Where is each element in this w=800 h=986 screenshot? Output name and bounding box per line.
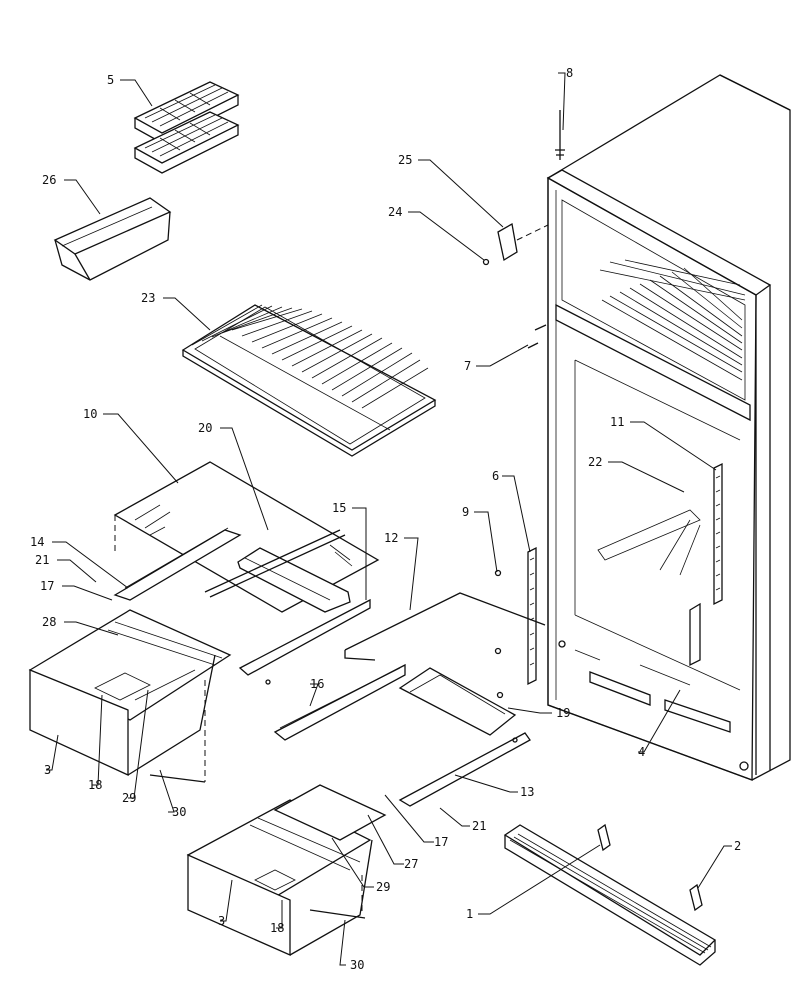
- callout-18-upper: 18: [88, 778, 102, 792]
- crisper-cover-assembly: [113, 461, 546, 685]
- upper-crisper-drawer: [28, 609, 232, 783]
- ice-cube-trays: [133, 81, 240, 174]
- callout-3-upper: 3: [44, 763, 51, 777]
- callout-12: 12: [384, 531, 398, 545]
- shelf-ladder-rails: [527, 462, 723, 686]
- lower-slide-rails: [273, 663, 531, 807]
- callout-16: 16: [310, 677, 324, 691]
- callout-24: 24: [388, 205, 402, 219]
- callout-30-lower: 30: [350, 958, 364, 972]
- kick-plate-grille: [503, 823, 717, 966]
- refrigerator-cabinet: [546, 74, 791, 781]
- callout-14: 14: [30, 535, 44, 549]
- callout-2: 2: [734, 839, 741, 853]
- callout-21-upper: 21: [35, 553, 49, 567]
- callout-22: 22: [588, 455, 602, 469]
- callout-4: 4: [638, 745, 645, 759]
- callout-3-lower: 3: [218, 914, 225, 928]
- callout-6: 6: [492, 469, 499, 483]
- callout-1: 1: [466, 907, 473, 921]
- callout-17-lower: 17: [434, 835, 448, 849]
- callout-15: 15: [332, 501, 346, 515]
- screws: [494, 110, 565, 699]
- callout-25: 25: [398, 153, 412, 167]
- callout-27: 27: [404, 857, 418, 871]
- callout-29-lower: 29: [376, 880, 390, 894]
- callout-7: 7: [464, 359, 471, 373]
- callout-30-upper: 30: [172, 805, 186, 819]
- callout-26: 26: [42, 173, 56, 187]
- callout-18-lower: 18: [270, 921, 284, 935]
- freezer-wire-shelf: [181, 304, 437, 457]
- callout-17-upper: 17: [40, 579, 54, 593]
- callout-5: 5: [107, 73, 114, 87]
- bracket-and-screw: [482, 222, 549, 266]
- callout-21-lower: 21: [472, 819, 486, 833]
- callout-11: 11: [610, 415, 624, 429]
- callout-20: 20: [198, 421, 212, 435]
- callouts: 5 8 25 24 26 23 7 10 20 11 22 6 9 15 12 …: [30, 66, 741, 972]
- callout-13: 13: [520, 785, 534, 799]
- lower-crisper-drawer: [186, 784, 387, 956]
- callout-28: 28: [42, 615, 56, 629]
- freezer-bin: [53, 197, 172, 281]
- callout-23: 23: [141, 291, 155, 305]
- callout-10: 10: [83, 407, 97, 421]
- callout-9: 9: [462, 505, 469, 519]
- callout-8: 8: [566, 66, 573, 80]
- callout-19: 19: [556, 706, 570, 720]
- callout-29-upper: 29: [122, 791, 136, 805]
